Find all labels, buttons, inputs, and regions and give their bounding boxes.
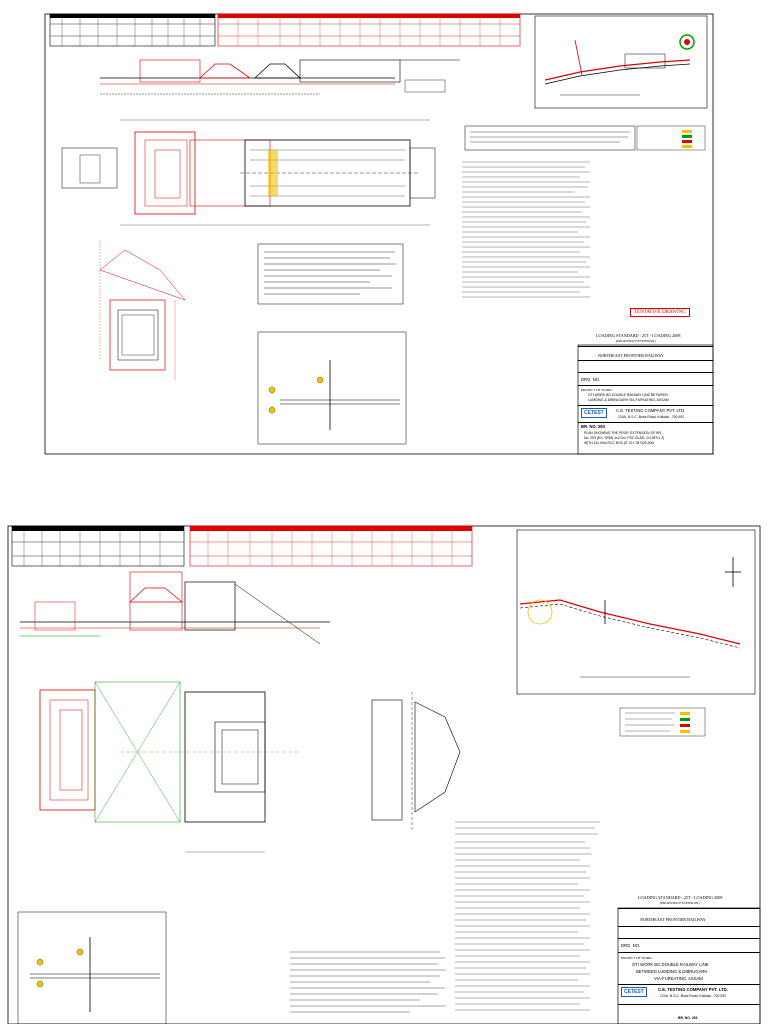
railway-name: NORTHEAST FRONTIER RAILWAY [640,917,706,922]
drg-no-label: DRG. NO. [621,943,641,948]
proposed-extension: (PROPOSED EXTENSION) [616,339,656,343]
company-logo: CETEST [621,987,647,997]
bridge-number: BR. NO. 293 [581,424,605,429]
bridge-number: BR. NO. 294 [678,1016,698,1020]
project-line-3: VIA-FURKATING, ASSAM [654,976,703,981]
sheet-1-drawing [44,13,714,455]
title-block-sheet-1: LOADING STANDARD : 25T - LOADING 2008 (P… [578,330,713,454]
company-name: C.E. TESTING COMPANY PVT. LTD. [658,987,728,992]
project-line-2: LUMDING & DIBRUGARH VIA-FURKATING, ASSAM [588,398,669,402]
project-label: PROJECT OF WORK : [581,388,614,392]
loading-standard: LOADING STANDARD : 25T - LOADING 2008 [638,895,723,900]
drawing-sheet-2: LOADING STANDARD : 25T - LOADING 2008 (P… [0,512,768,1024]
railway-name: NORTHEAST FRONTIER RAILWAY [598,353,664,358]
project-line-1: GTI WORK BG DOUBLE RAILWAY LINE BETWEEN [588,393,668,397]
sheet-2-drawing [7,525,761,1024]
loading-standard: LOADING STANDARD : 25T - LOADING 2008 [596,333,681,338]
company-address: 124A, N.S.C. Bose Road, Kolkata - 700 09… [618,415,684,419]
tentative-drawing-label: TENTATIVE DRAWING [630,308,690,317]
plan-line-2: No. 293 (EX. SPAN 1x2.0m, PSC SLAB, CH:2… [584,436,665,440]
project-label: PROJECT OF WORK : [621,956,654,960]
company-address: 124A, N.S.C. Bose Road, Kolkata - 700 09… [660,994,726,998]
drg-no-label: DRG. NO. [581,377,601,382]
proposed-extension: (PROPOSED EXTENSION) [660,901,700,905]
project-line-1: GTI WORK BG DOUBLE RAILWAY LINE [632,962,709,967]
company-logo: CETEST [581,408,607,418]
company-name: C.E. TESTING COMPANY PVT. LTD. [616,408,686,413]
plan-line-1: PLAN SHOWING THE PROP. EXTENSION OF BR. [584,431,662,435]
project-line-2: BETWEEN LUMDING & DIBRUGARH [636,969,708,974]
title-block-sheet-2: LOADING STANDARD : 25T - LOADING 2008 (P… [618,892,760,1024]
plan-line-3: WITH 1x2.00m RCC BOX AT CH: 287325.00m [584,441,655,445]
drawing-sheet-1: TENTATIVE DRAWING LOADING STANDARD : 25T… [44,13,714,455]
